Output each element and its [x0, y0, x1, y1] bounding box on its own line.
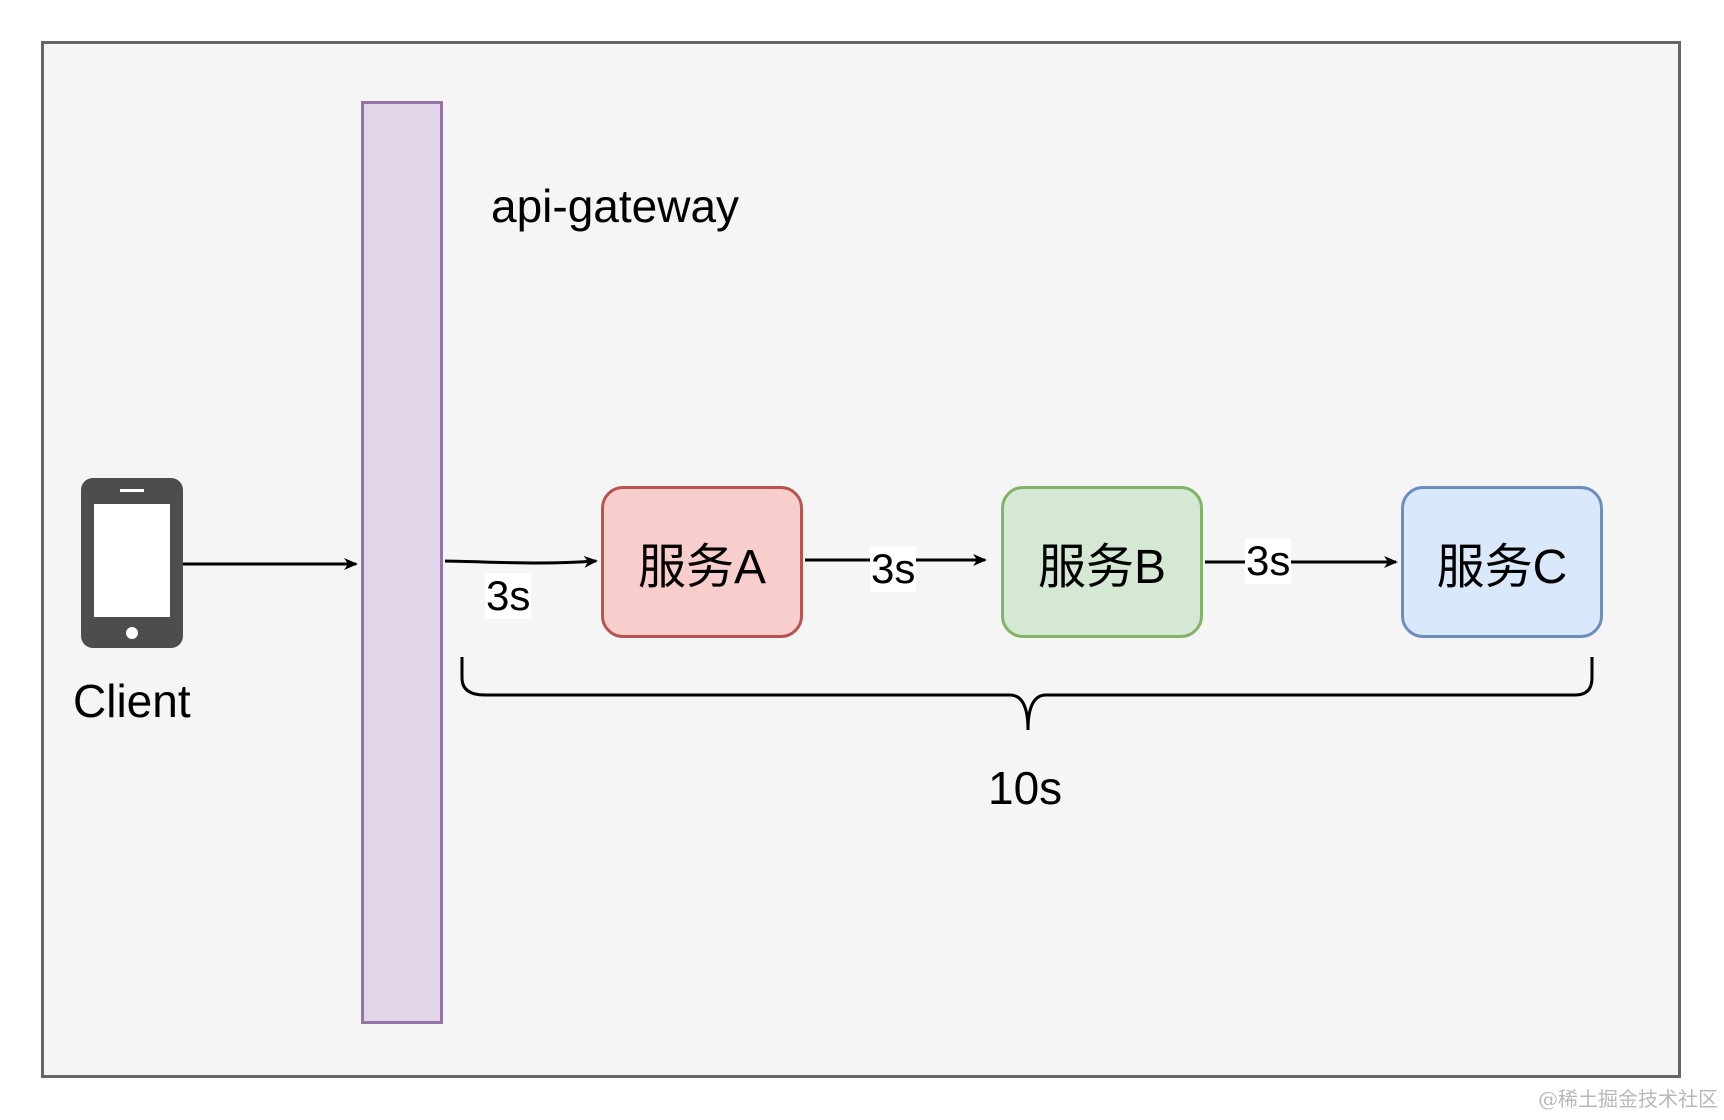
api-gateway-label: api-gateway: [491, 180, 740, 232]
client-label: Client: [73, 675, 191, 727]
phone-speaker: [120, 489, 144, 492]
service-c-node: 服务C: [1401, 486, 1603, 638]
edge-label-gateway-to-a: 3s: [485, 572, 532, 619]
service-b-node: 服务B: [1001, 486, 1203, 638]
edge-label-b-to-c: 3s: [1245, 537, 1292, 584]
phone-screen: [94, 504, 170, 617]
phone-home-button: [126, 627, 138, 639]
watermark: @稀土掘金技术社区: [1538, 1087, 1718, 1111]
api-gateway-bar: [361, 101, 443, 1024]
edge-label-a-to-b: 3s: [870, 545, 917, 592]
service-a-node: 服务A: [601, 486, 803, 638]
mobile-phone-icon: [81, 478, 183, 648]
total-duration-label: 10s: [988, 762, 1063, 814]
